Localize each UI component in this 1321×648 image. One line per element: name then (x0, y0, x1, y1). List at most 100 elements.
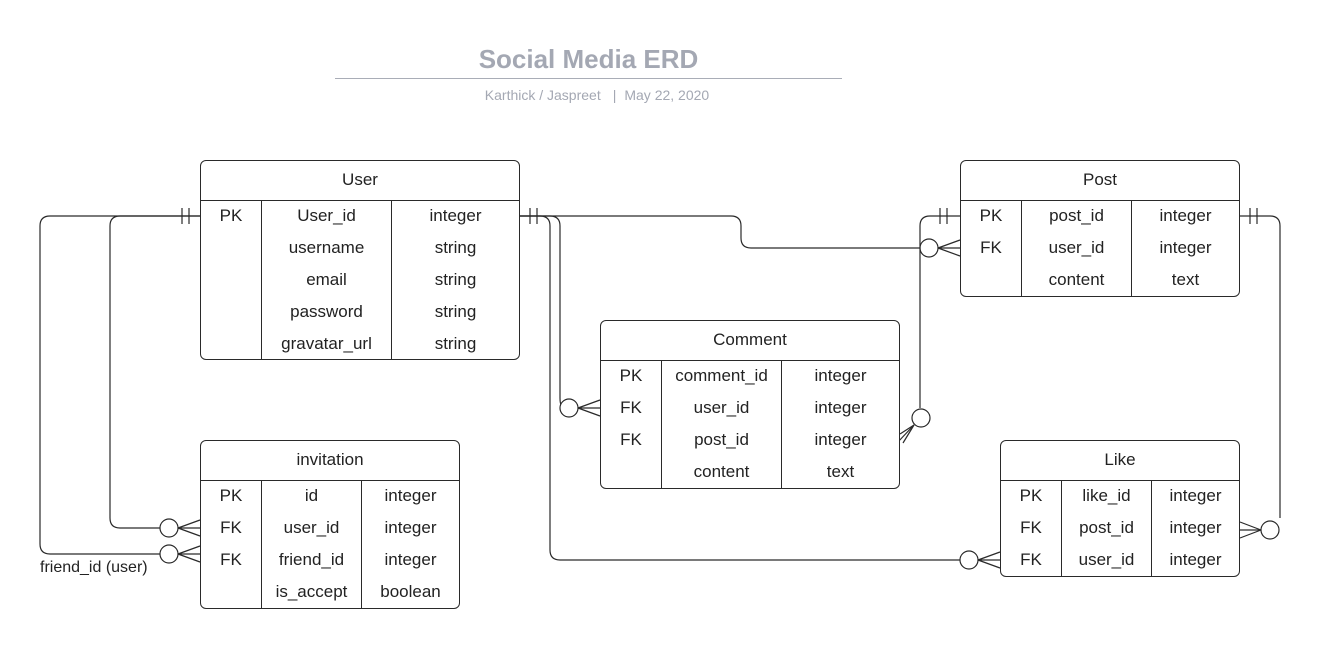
key-cell: PK (619, 366, 643, 385)
key-cell: FK (620, 430, 642, 449)
field-cell: id (304, 486, 319, 505)
key-cell (961, 266, 1021, 296)
field-cell: email (306, 270, 347, 289)
field-cell: username (288, 238, 365, 257)
rel-user-comment (520, 215, 566, 409)
type-cell: integer (384, 486, 437, 505)
field-cell: post_id (1049, 206, 1104, 225)
type-cell: integer (1169, 550, 1222, 569)
meta-separator: | (612, 87, 617, 103)
rel-user-invitation-user (109, 215, 200, 529)
rel-user-invitation-friend (39, 215, 200, 555)
rel-user-like (520, 215, 960, 561)
type-cell: string (434, 302, 477, 321)
diagram-date: May 22, 2020 (624, 87, 710, 103)
type-column: integer string string string string (391, 201, 519, 359)
type-cell: integer (1169, 518, 1222, 537)
many-mark-like-user (959, 550, 1001, 570)
entity-user[interactable]: User PK User_id username email password … (200, 160, 520, 360)
key-cell: PK (219, 206, 243, 225)
diagram-title: Social Media ERD (478, 44, 699, 74)
field-column: comment_id user_id post_id content (661, 361, 781, 488)
entity-title: Like (1001, 441, 1239, 481)
field-cell: content (1048, 270, 1105, 289)
key-column: PK FK FK (601, 361, 661, 488)
key-cell: PK (1019, 486, 1043, 505)
field-cell: post_id (694, 430, 749, 449)
key-cell (201, 330, 261, 359)
diagram-meta: Karthick / Jaspreet | May 22, 2020 (335, 87, 859, 103)
many-mark-comment-user (559, 398, 601, 418)
entity-title: User (201, 161, 519, 201)
type-column: integer integer integer boolean (361, 481, 459, 608)
type-cell: integer (384, 550, 437, 569)
one-mark-post-left (939, 208, 948, 224)
rel-post-like (1240, 215, 1281, 518)
field-cell: user_id (1048, 238, 1105, 257)
many-mark-comment-post (896, 408, 931, 444)
type-column: integer integer text (1131, 201, 1239, 296)
field-column: like_id post_id user_id (1061, 481, 1151, 576)
field-cell: user_id (1078, 550, 1135, 569)
type-cell: integer (814, 366, 867, 385)
type-cell: boolean (380, 582, 441, 601)
entity-comment[interactable]: Comment PK FK FK comment_id user_id post… (600, 320, 900, 489)
rel-user-post (520, 215, 920, 249)
type-cell: integer (429, 206, 482, 225)
key-cell: FK (220, 550, 242, 569)
rel-post-comment (919, 215, 960, 408)
type-cell: integer (1169, 486, 1222, 505)
type-cell: string (434, 270, 477, 289)
key-cell: FK (980, 238, 1002, 257)
field-cell: comment_id (675, 366, 768, 385)
type-cell: text (826, 462, 855, 481)
key-cell: FK (220, 518, 242, 537)
key-cell: FK (620, 398, 642, 417)
many-mark-like-post (1239, 520, 1280, 540)
field-cell: gravatar_url (281, 334, 372, 353)
key-cell: FK (1020, 550, 1042, 569)
field-column: id user_id friend_id is_accept (261, 481, 361, 608)
entity-like[interactable]: Like PK FK FK like_id post_id user_id in… (1000, 440, 1240, 577)
field-cell: password (290, 302, 363, 321)
type-column: integer integer integer (1151, 481, 1239, 576)
title-divider (335, 78, 842, 79)
field-cell: user_id (283, 518, 340, 537)
type-cell: integer (1159, 238, 1212, 257)
key-column: PK FK (961, 201, 1021, 296)
key-cell: FK (1020, 518, 1042, 537)
field-cell: like_id (1082, 486, 1131, 505)
key-cell: PK (979, 206, 1003, 225)
type-cell: string (434, 238, 477, 257)
friend-relationship-label: friend_id (user) (40, 559, 148, 576)
key-column: PK FK FK (1001, 481, 1061, 576)
type-cell: string (434, 334, 477, 353)
type-cell: text (1171, 270, 1200, 289)
field-cell: User_id (297, 206, 356, 225)
many-mark-post-user (919, 238, 961, 258)
entity-invitation[interactable]: invitation PK FK FK id user_id friend_id… (200, 440, 460, 609)
type-cell: integer (814, 430, 867, 449)
key-cell (201, 234, 261, 266)
many-mark-invitation-user (159, 518, 201, 538)
one-mark-post-right (1249, 208, 1258, 224)
entity-title: Comment (601, 321, 899, 361)
key-cell (601, 458, 661, 488)
field-column: User_id username email password gravatar… (261, 201, 391, 359)
key-cell (201, 266, 261, 298)
key-column: PK FK FK (201, 481, 261, 608)
entity-post[interactable]: Post PK FK post_id user_id content integ… (960, 160, 1240, 297)
key-column: PK (201, 201, 261, 359)
field-cell: is_accept (275, 582, 348, 601)
many-mark-invitation-friend (159, 544, 201, 564)
type-cell: integer (1159, 206, 1212, 225)
diagram-authors: Karthick / Jaspreet (484, 87, 601, 103)
field-cell: content (693, 462, 750, 481)
field-cell: post_id (1079, 518, 1134, 537)
type-column: integer integer integer text (781, 361, 899, 488)
type-cell: integer (814, 398, 867, 417)
key-cell: PK (219, 486, 243, 505)
entity-title: invitation (201, 441, 459, 481)
diagram-header: Social Media ERD Karthick / Jaspreet | May… (0, 0, 1321, 120)
